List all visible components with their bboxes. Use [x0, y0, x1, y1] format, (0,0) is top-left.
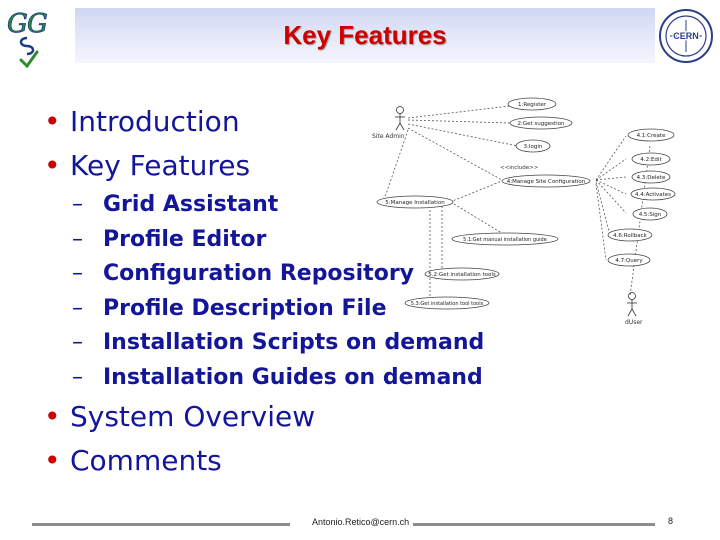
- svg-text:G: G: [7, 9, 28, 39]
- footer-rule-right: [413, 523, 655, 526]
- svg-text:4.4:Activates: 4.4:Activates: [635, 192, 671, 198]
- sub-bullet-profile-editor: Profile Editor: [70, 223, 484, 258]
- sub-bullet-list: Grid Assistant Profile Editor Configurat…: [70, 188, 484, 395]
- slide-title: Key Features: [283, 20, 447, 50]
- svg-text:3:login: 3:login: [524, 144, 543, 150]
- sub-bullet-configuration-repository: Configuration Repository: [70, 257, 484, 292]
- gg-logo-icon: G G: [7, 9, 48, 68]
- bullet-comments: Comments: [44, 439, 315, 483]
- svg-text:4.5:Sign: 4.5:Sign: [639, 212, 662, 218]
- svg-text:1:Register: 1:Register: [518, 102, 547, 108]
- page-number: 8: [668, 516, 674, 526]
- title-band: [75, 8, 655, 63]
- bullet-system-overview: System Overview: [44, 395, 315, 439]
- footer-email: Antonio.Retico@cern.ch: [312, 517, 410, 527]
- sub-bullet-installation-guides: Installation Guides on demand: [70, 361, 484, 396]
- svg-text:4.2:Edit: 4.2:Edit: [640, 157, 662, 163]
- sub-bullet-installation-scripts: Installation Scripts on demand: [70, 326, 484, 361]
- sub-bullet-profile-description-file: Profile Description File: [70, 292, 484, 327]
- svg-text:4.7:Query: 4.7:Query: [615, 258, 643, 264]
- svg-text:<<include>>: <<include>>: [500, 165, 539, 171]
- main-bullet-list-lower: System Overview Comments: [44, 395, 315, 483]
- svg-text:G: G: [27, 9, 48, 39]
- svg-text:4.3:Delete: 4.3:Delete: [637, 175, 666, 181]
- svg-text:4:Manage Site Configuration: 4:Manage Site Configuration: [507, 179, 586, 185]
- svg-text:Site Admin: Site Admin: [372, 133, 405, 140]
- bullet-introduction: Introduction: [44, 100, 250, 144]
- footer-rule-left: [32, 523, 290, 526]
- svg-text:CERN: CERN: [673, 31, 699, 41]
- sub-bullet-grid-assistant: Grid Assistant: [70, 188, 484, 223]
- svg-text:4.1:Create: 4.1:Create: [637, 133, 666, 139]
- main-bullet-list: Introduction Key Features: [44, 100, 250, 188]
- svg-text:4.6:Rollback: 4.6:Rollback: [613, 233, 647, 239]
- svg-text:2:Get suggestion: 2:Get suggestion: [517, 121, 565, 127]
- bullet-key-features: Key Features: [44, 144, 250, 188]
- cern-logo-icon: CERN: [659, 9, 713, 63]
- svg-text:5.1:Get manual installation gu: 5.1:Get manual installation guide: [463, 237, 547, 243]
- svg-text:dUser: dUser: [625, 319, 643, 326]
